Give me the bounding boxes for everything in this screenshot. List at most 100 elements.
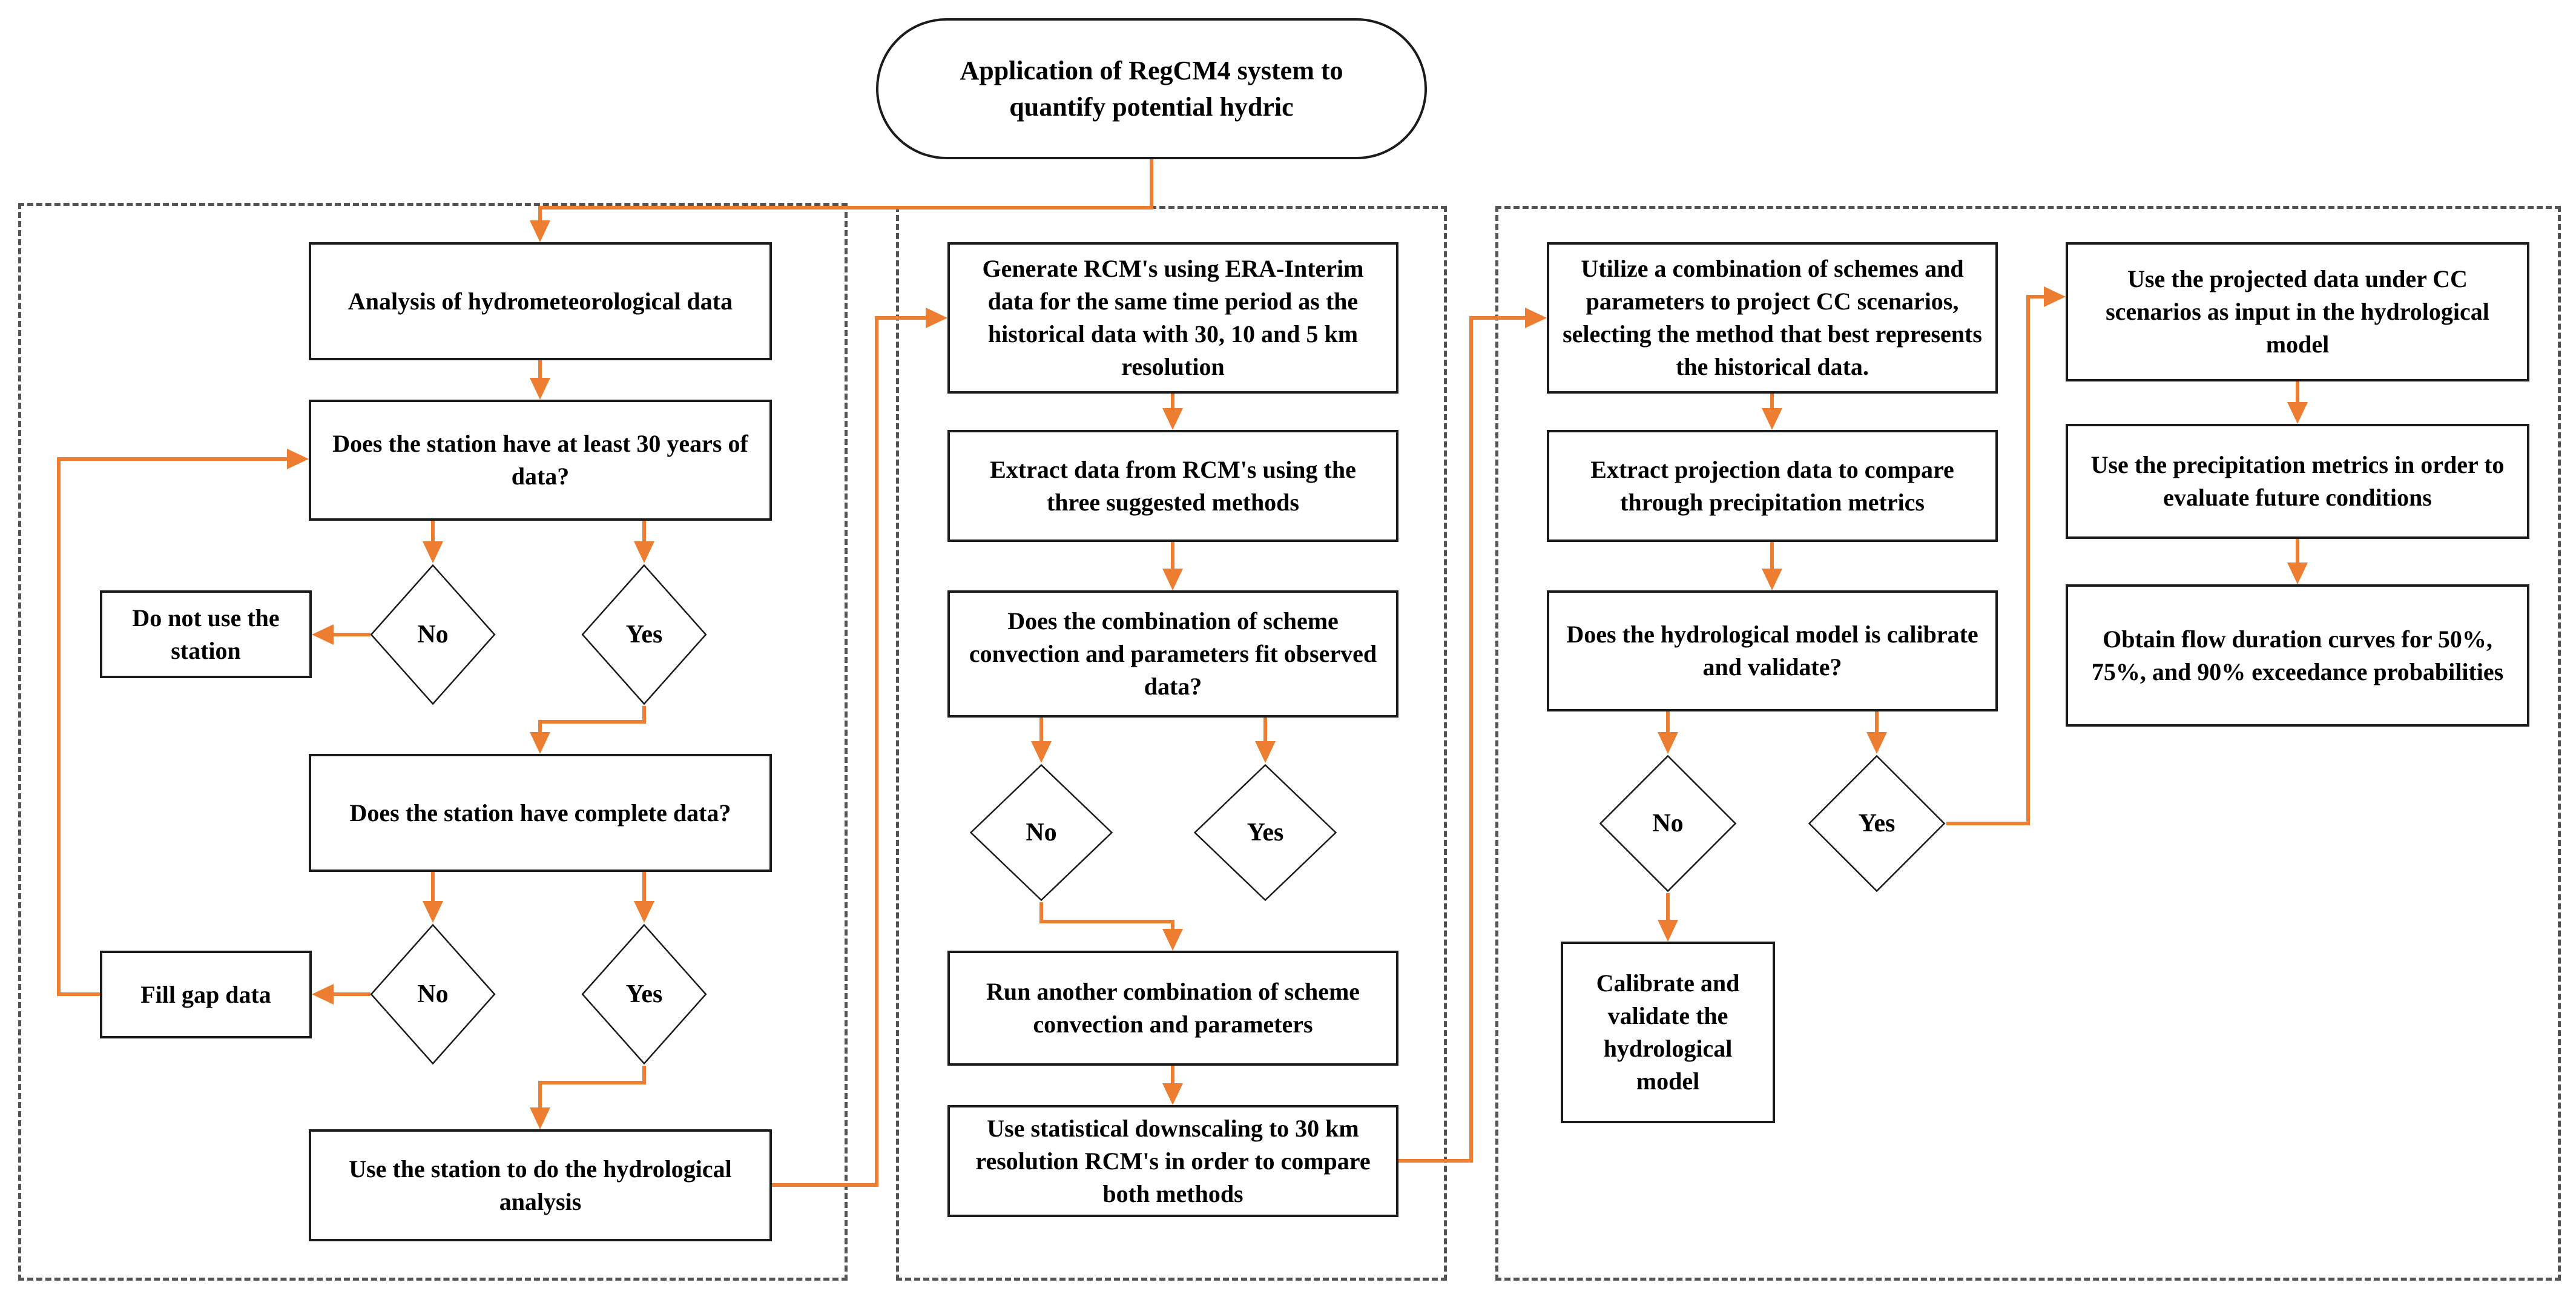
diamond-yes-4: Yes bbox=[1807, 754, 1946, 893]
process-extract-projection: Extract projection data to compare throu… bbox=[1547, 430, 1998, 542]
edge-start-to-analysis-segment bbox=[1150, 159, 1153, 210]
edge-downscaling-to-utilize-segment bbox=[1469, 316, 1473, 1163]
diamond-no-2: No bbox=[369, 923, 496, 1066]
edge-runanother-to-downscaling-arrowhead bbox=[1162, 1083, 1183, 1105]
edge-fitobserved-to-yes3-arrowhead bbox=[1255, 741, 1276, 763]
edge-fillgap-feedback-30years-segment bbox=[57, 457, 61, 996]
process-label: Use the station to do the hydrological a… bbox=[349, 1155, 732, 1215]
edge-yes1-to-completedata-arrowhead bbox=[530, 732, 550, 754]
edge-no1-to-donotuse-arrowhead bbox=[312, 624, 334, 645]
edge-fitobserved-to-no3-segment bbox=[1039, 718, 1043, 744]
diamond-shape-icon bbox=[581, 923, 708, 1066]
edge-no2-to-fillgap-arrowhead bbox=[312, 984, 334, 1005]
edge-30years-to-no1-arrowhead bbox=[423, 541, 443, 563]
edge-no3-to-runanother-segment bbox=[1039, 920, 1174, 923]
edge-start-to-analysis-segment bbox=[538, 206, 1153, 210]
process-extract-rcm-data: Extract data from RCM's using the three … bbox=[947, 430, 1398, 542]
edge-30years-to-yes1-arrowhead bbox=[634, 541, 654, 563]
diamond-no-4: No bbox=[1598, 754, 1738, 893]
edge-completedata-to-no2-segment bbox=[431, 872, 435, 903]
process-label: Utilize a combination of schemes and par… bbox=[1563, 255, 1982, 380]
edge-downscaling-to-utilize-segment bbox=[1398, 1159, 1473, 1163]
decision-box-fit-observed: Does the combination of scheme convectio… bbox=[947, 590, 1398, 718]
edge-30years-to-yes1-segment bbox=[642, 521, 646, 544]
process-statistical-downscaling: Use statistical downscaling to 30 km res… bbox=[947, 1105, 1398, 1217]
diamond-shape-icon bbox=[369, 563, 496, 706]
process-label: Analysis of hydrometeorological data bbox=[348, 287, 733, 315]
edge-fillgap-feedback-30years-segment bbox=[57, 992, 100, 996]
process-label: Fill gap data bbox=[140, 980, 271, 1008]
process-precipitation-metrics: Use the precipitation metrics in order t… bbox=[2066, 424, 2529, 539]
process-label: Use the projected data under CC scenario… bbox=[2106, 265, 2489, 358]
diamond-yes-2: Yes bbox=[581, 923, 708, 1066]
edge-precip-to-flowduration-arrowhead bbox=[2287, 563, 2308, 584]
edge-completedata-to-no2-arrowhead bbox=[423, 901, 443, 923]
diamond-label: Yes bbox=[1858, 810, 1896, 837]
edge-yes2-to-usestation-arrowhead bbox=[530, 1107, 550, 1129]
process-do-not-use-station: Do not use the station bbox=[100, 590, 312, 678]
decision-box-30-years: Does the station have at least 30 years … bbox=[309, 400, 772, 521]
panel-rcm-generation bbox=[896, 206, 1447, 1281]
edge-no1-to-donotuse-segment bbox=[332, 633, 371, 636]
process-label: Obtain flow duration curves for 50%, 75%… bbox=[2091, 625, 2504, 685]
edge-fitobserved-to-yes3-segment bbox=[1263, 718, 1267, 744]
process-label: Generate RCM's using ERA-Interim data fo… bbox=[982, 255, 1364, 380]
start-node: Application of RegCM4 system to quantify… bbox=[876, 18, 1427, 159]
edge-no3-to-runanother-segment bbox=[1039, 902, 1043, 923]
process-flow-duration-curves: Obtain flow duration curves for 50%, 75%… bbox=[2066, 584, 2529, 727]
edge-analysis-to-30years-arrowhead bbox=[530, 378, 550, 400]
diamond-label: Yes bbox=[1247, 819, 1284, 847]
edge-precip-to-flowduration-segment bbox=[2296, 539, 2299, 565]
diamond-shape-icon bbox=[581, 563, 708, 706]
edge-completedata-to-yes2-segment bbox=[642, 872, 646, 903]
edge-fillgap-feedback-30years-segment bbox=[57, 457, 289, 461]
edge-generate-to-extract-arrowhead bbox=[1162, 408, 1183, 430]
edge-analysis-to-30years-segment bbox=[538, 360, 542, 380]
edge-projected-to-precip-segment bbox=[2296, 381, 2299, 404]
edge-extractproj-to-calibq-segment bbox=[1770, 542, 1774, 571]
process-label: Use the precipitation metrics in order t… bbox=[2090, 451, 2505, 511]
edge-30years-to-no1-segment bbox=[431, 521, 435, 544]
diamond-label: No bbox=[417, 621, 449, 648]
edge-yes2-to-usestation-segment bbox=[538, 1081, 646, 1084]
diamond-label: Yes bbox=[625, 980, 663, 1008]
panel-station-data bbox=[18, 203, 848, 1281]
decision-box-model-calibrated: Does the hydrological model is calibrate… bbox=[1547, 590, 1998, 711]
diamond-no-3: No bbox=[969, 763, 1114, 902]
diamond-shape-icon bbox=[369, 923, 496, 1066]
diamond-no-1: No bbox=[369, 563, 496, 706]
diamond-label: No bbox=[417, 980, 449, 1008]
edge-yes2-to-usestation-segment bbox=[538, 1083, 542, 1110]
decision-box-complete-data: Does the station have complete data? bbox=[309, 754, 772, 872]
edge-calibq-to-yes4-segment bbox=[1875, 711, 1879, 734]
process-label: Calibrate and validate the hydrological … bbox=[1596, 969, 1740, 1095]
diamond-shape-icon bbox=[1193, 763, 1338, 902]
diamond-label: Yes bbox=[625, 621, 663, 648]
process-fill-gap-data: Fill gap data bbox=[100, 951, 312, 1038]
edge-no3-to-runanother-arrowhead bbox=[1162, 929, 1183, 951]
edge-usestation-to-generate-segment bbox=[875, 316, 878, 1187]
process-generate-rcm: Generate RCM's using ERA-Interim data fo… bbox=[947, 242, 1398, 394]
edge-usestation-to-generate-arrowhead bbox=[926, 308, 947, 328]
diamond-shape-icon bbox=[969, 763, 1114, 902]
start-label: Application of RegCM4 system to quantify… bbox=[960, 56, 1343, 122]
edge-utilize-to-extractproj-segment bbox=[1770, 394, 1774, 411]
edge-generate-to-extract-segment bbox=[1171, 394, 1174, 411]
edge-no4-to-calibrate-segment bbox=[1666, 893, 1670, 922]
process-label: Do not use the station bbox=[132, 604, 280, 664]
process-run-another-combination: Run another combination of scheme convec… bbox=[947, 951, 1398, 1066]
process-label: Does the station have complete data? bbox=[349, 799, 731, 827]
diamond-shape-icon bbox=[1598, 754, 1738, 893]
edge-yes1-to-completedata-segment bbox=[538, 720, 646, 724]
process-projected-data-input: Use the projected data under CC scenario… bbox=[2066, 242, 2529, 381]
edge-no3-to-runanother-segment bbox=[1171, 922, 1174, 931]
process-analysis-hydromet: Analysis of hydrometeorological data bbox=[309, 242, 772, 360]
process-label: Does the station have at least 30 years … bbox=[332, 430, 748, 490]
edge-calibq-to-no4-arrowhead bbox=[1658, 732, 1678, 754]
diamond-label: No bbox=[1026, 819, 1057, 847]
edge-no4-to-calibrate-arrowhead bbox=[1658, 920, 1678, 942]
process-label: Run another combination of scheme convec… bbox=[986, 978, 1360, 1038]
edge-yes4-to-projected-arrowhead bbox=[2044, 286, 2066, 307]
edge-yes2-to-usestation-segment bbox=[642, 1066, 646, 1084]
